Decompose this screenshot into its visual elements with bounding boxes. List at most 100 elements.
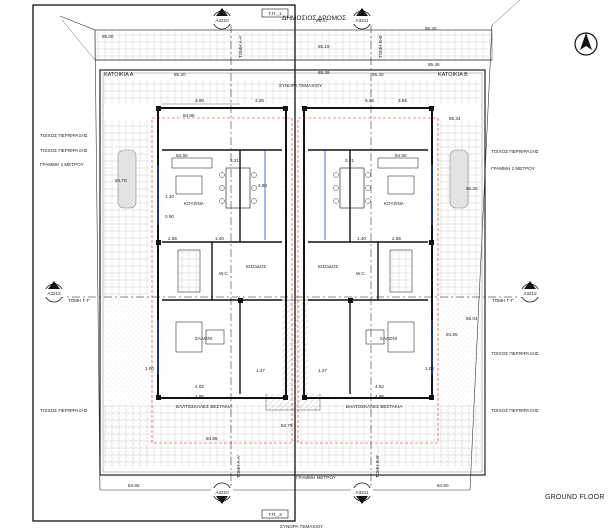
road-label: ΔΗΜΟΣΙΟΣ ΔΡΟΜΟΣ — [282, 15, 346, 22]
level-bottom-right: 84.80 — [437, 483, 449, 488]
yard-top-band — [104, 80, 481, 104]
room-entry-a: ΕΙΣΟΔΟΣ — [246, 264, 266, 269]
dim-482a: 4.82 — [195, 384, 204, 389]
setback-line-a — [151, 117, 293, 444]
dim-100b: 1.00 — [425, 366, 434, 371]
note-top-border: ΣΥΝΟΡΑ ΤΕΜΑΧΙΟΥ — [279, 83, 322, 88]
note-bottom-border: ΣΥΝΟΡΑ ΤΕΜΑΧΙΟΥ — [280, 524, 323, 529]
road-band — [94, 29, 493, 61]
section-bubble-top-left: A3210 — [211, 8, 233, 30]
level-bottom-left: 84.85 — [128, 483, 140, 488]
level-bottom-mid: 84.75 — [281, 423, 293, 428]
level-road-mid: 85.47 — [316, 18, 328, 23]
section-bb-label: ΤΟΜΗ Β-Β' — [378, 35, 383, 58]
dim-625: 6.25 — [365, 98, 374, 103]
bubble-a3212-right-label: A3212 — [523, 291, 537, 296]
dim-127a: 1.27 — [256, 368, 265, 373]
section-bubble-left: A3212 — [43, 281, 65, 303]
dim-140b: 1.40 — [357, 236, 366, 241]
dim-482b: 4.82 — [375, 384, 384, 389]
dim-390: 3.90 — [195, 98, 204, 103]
yard-left — [104, 120, 149, 300]
note-low-right: ΤΟΙΧΟΣ ΠΕΡΙΦΡΑΞΗΣ — [491, 351, 539, 356]
level-in-b: 84.90 — [395, 153, 407, 158]
section-aa-label-bottom: ΤΟΜΗ Α-Α' — [236, 455, 241, 478]
setback-line-b — [297, 117, 439, 444]
dim-255b: 2.55 — [392, 236, 401, 241]
dim-355: 3.55 — [398, 98, 407, 103]
bubble-a3212-left-label: A3212 — [47, 291, 61, 296]
dim-140a: 1.40 — [215, 236, 224, 241]
bubble-a3210-bottom-label: A3210 — [215, 490, 229, 495]
section-bottom-tag: Τ.Π._3 — [268, 512, 282, 517]
level-bottom-mid2: 84.85 — [206, 436, 218, 441]
note-wall-right: ΤΟΙΧΟΣ ΠΕΡΙΦΡΑΞΗΣ — [491, 149, 539, 154]
dim-090: 0.90 — [165, 214, 174, 219]
dim-321b: 3.21 — [345, 158, 354, 163]
room-wc-b: W.C. — [356, 271, 366, 276]
fence-wall — [99, 69, 486, 476]
section-left-label: ΤΟΜΗ Γ-Γ' — [68, 298, 90, 303]
level-axis-right: 85.45 — [428, 62, 440, 67]
level-right-mid: 85.20 — [466, 186, 478, 191]
dim-100a: 1.00 — [145, 366, 154, 371]
bubble-a3210-label: A3210 — [215, 18, 229, 23]
dim-255a: 2.55 — [168, 236, 177, 241]
note-bottom-right: ΤΟΙΧΟΣ ΠΕΡΙΦΡΑΞΗΣ — [491, 408, 539, 413]
room-living-a: ΣΑΛΟΝΙ — [195, 336, 212, 341]
note-bottom-left: ΤΟΙΧΟΣ ΠΕΡΙΦΡΑΞΗΣ — [40, 408, 88, 413]
section-top-tag: Τ.Π._1 — [268, 11, 282, 16]
level-left-entry: 84.70 — [115, 178, 127, 183]
section-bubble-right: A3212 — [519, 281, 541, 303]
note-mid-left: ΓΡΑΜΜΗ 1 ΜΕΤΡΟΥ — [40, 162, 84, 167]
house-b — [302, 106, 434, 400]
level-front-b: 85.20 — [372, 72, 384, 77]
level-side-a: 84.85 — [183, 113, 195, 118]
level-road-left: 85.00 — [102, 34, 114, 39]
note-wall-left: ΤΟΙΧΟΣ ΠΕΡΙΦΡΑΞΗΣ — [40, 133, 88, 138]
room-wc-a: W.C. — [219, 271, 229, 276]
dim-325: 3.25 — [255, 98, 264, 103]
section-right-label: ΤΟΜΗ Γ-Γ' — [492, 298, 514, 303]
dim-496a: 4.96 — [195, 394, 204, 399]
bubble-a3211-label: A3211 — [356, 18, 369, 23]
level-front-a: 85.20 — [174, 72, 186, 77]
section-bubble-bottom-left: A3210 — [211, 482, 233, 504]
level-in-a: 84.90 — [176, 153, 188, 158]
level-road-right: 85.30 — [425, 26, 437, 31]
bubble-a3211-bottom-label: A3211 — [356, 490, 369, 495]
dim-127b: 1.27 — [318, 368, 327, 373]
yard-bottom-band — [104, 405, 481, 467]
room-living-b: ΣΑΛΟΝΙ — [380, 336, 397, 341]
note-bottom-line: ΓΡΑΜΜΗ ΜΕΤΡΟΥ — [296, 475, 336, 480]
house-a — [156, 106, 288, 400]
north-arrow-icon — [574, 32, 598, 56]
section-bubble-top-right: A3211 — [351, 8, 373, 30]
dim-496b: 4.96 — [375, 394, 384, 399]
house-a-label: ΚΑΤΟΙΚΙΑ Α — [104, 72, 134, 78]
level-right-low2: 84.95 — [446, 332, 458, 337]
section-bb-label-bottom: ΤΟΜΗ Β-Β' — [375, 455, 380, 478]
level-side-b: 85.34 — [449, 116, 461, 121]
car-right — [449, 149, 469, 209]
note-deck-b: ΒΑΛΤΟΣΚΑΛΕΣ ΒΕΣΤΑΚΙΑ — [346, 404, 403, 409]
section-aa-label: ΤΟΜΗ Α-Α' — [238, 35, 243, 58]
note-deck-a: ΒΑΛΤΟΣΚΑΛΕΣ ΒΕΣΤΑΚΙΑ — [176, 404, 233, 409]
note-low-left: ΤΟΙΧΟΣ ΠΕΡΙΦΡΑΞΗΣ — [40, 148, 88, 153]
sheet-title: GROUND FLOOR — [545, 494, 605, 501]
dim-110: 1.10 — [165, 194, 174, 199]
room-kitchen-a: ΚΟΥΖΙΝΑ — [184, 201, 205, 206]
yard-right — [437, 120, 481, 300]
dim-321a: 3.21 — [230, 158, 239, 163]
car-left — [117, 149, 137, 209]
level-right-low: 85.04 — [466, 316, 478, 321]
level-axis-top2: 85.36 — [318, 70, 330, 75]
section-bubble-bottom-right: A3211 — [351, 482, 373, 504]
room-kitchen-b: ΚΟΥΖΙΝΑ — [384, 201, 405, 206]
note-mid-right: ΓΡΑΜΜΗ 1 ΜΕΤΡΟΥ — [491, 166, 535, 171]
dim-280: 2.80 — [258, 183, 267, 188]
level-axis-top: 85.19 — [318, 44, 330, 49]
room-entry-b: ΕΙΣΟΔΟΣ — [318, 264, 338, 269]
house-b-label: ΚΑΤΟΙΚΙΑ Β — [438, 72, 468, 78]
